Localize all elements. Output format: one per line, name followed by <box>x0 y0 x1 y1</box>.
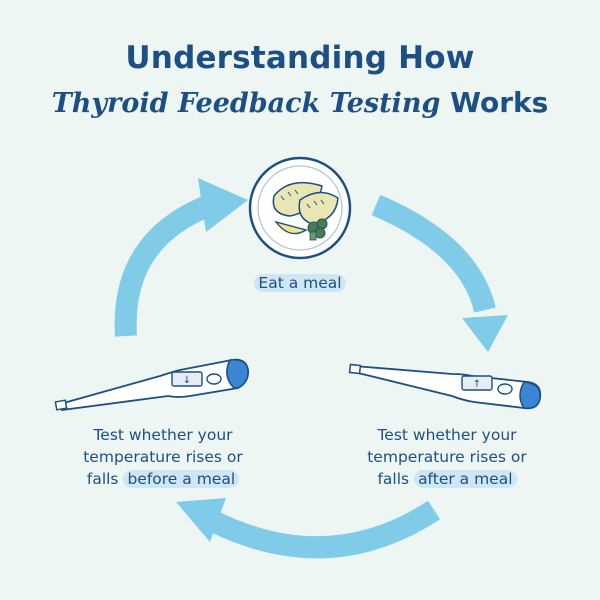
step-after-line2: temperature rises or <box>367 448 527 466</box>
page-subtitle: Thyroid Feedback Testing Works <box>0 86 600 119</box>
subtitle-italic: Thyroid Feedback Testing <box>51 88 441 119</box>
step-before-line3: falls before a meal <box>38 468 288 490</box>
step-after-highlight: after a meal <box>414 470 517 488</box>
step-after-line1: Test whether your <box>377 426 517 444</box>
arrow-to-after <box>371 194 508 352</box>
subtitle-plain: Works <box>450 86 549 119</box>
svg-text:↓: ↓ <box>183 375 191 386</box>
step-test-before: Test whether your temperature rises or f… <box>38 424 288 490</box>
step-before-line1: Test whether your <box>93 426 233 444</box>
step-after-line3: falls after a meal <box>322 468 572 490</box>
step-test-after: Test whether your temperature rises or f… <box>322 424 572 490</box>
thermometer-down-icon: ↓ <box>54 358 249 411</box>
page-title: Understanding How <box>125 40 475 76</box>
step-after-plain: falls <box>377 470 410 488</box>
step-eat-highlight: Eat a meal <box>254 274 346 292</box>
arrow-to-before <box>176 498 441 559</box>
step-before-line2: temperature rises or <box>83 448 243 466</box>
step-before-highlight: before a meal <box>123 470 240 488</box>
step-before-plain: falls <box>86 470 119 488</box>
thermometer-up-icon: ↑ <box>348 363 542 410</box>
plate-with-food-icon <box>248 156 352 260</box>
svg-text:↑: ↑ <box>473 379 481 390</box>
arrow-to-meal <box>114 178 248 337</box>
step-eat-meal: Eat a meal <box>200 272 400 294</box>
